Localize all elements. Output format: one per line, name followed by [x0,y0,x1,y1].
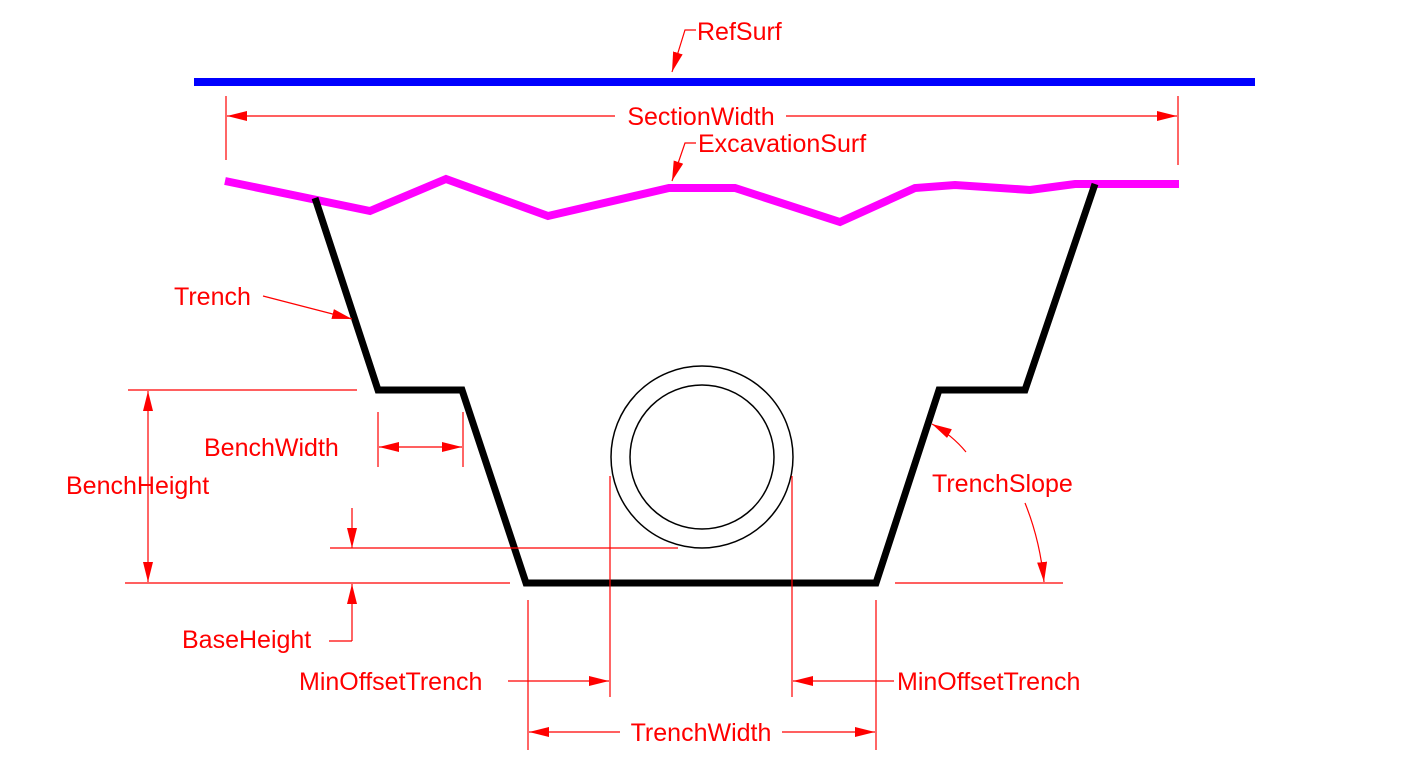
excavation-surf-label: ExcavationSurf [698,130,866,158]
dimension-lines [125,29,1179,750]
trench-slope-label: TrenchSlope [932,470,1073,498]
bench-height-label: BenchHeight [66,472,209,500]
excavation-surf-leader [671,142,696,182]
ref-surf-leader [671,29,696,73]
section-width-label: SectionWidth [627,103,774,131]
base-height-label: BaseHeight [182,626,311,654]
trench-leader [262,295,353,320]
trench-width-label: TrenchWidth [631,719,772,747]
trench-outline [311,182,1099,587]
min-offset-trench-left-label: MinOffsetTrench [299,668,482,696]
min-offset-trench-right-label: MinOffsetTrench [897,668,1080,696]
bench-width-label: BenchWidth [204,434,339,462]
trench-slope-arc-bottom [1024,502,1048,583]
ref-surf-label: RefSurf [697,18,782,46]
trench-label: Trench [174,283,251,311]
dimension-labels: RefSurf SectionWidth ExcavationSurf Tren… [66,18,1080,747]
trench-slope-arc-top [931,423,967,453]
pipe-outer-circle [610,365,794,549]
excavation-surface-line [224,174,1179,227]
pipe-inner-circle [629,384,775,530]
